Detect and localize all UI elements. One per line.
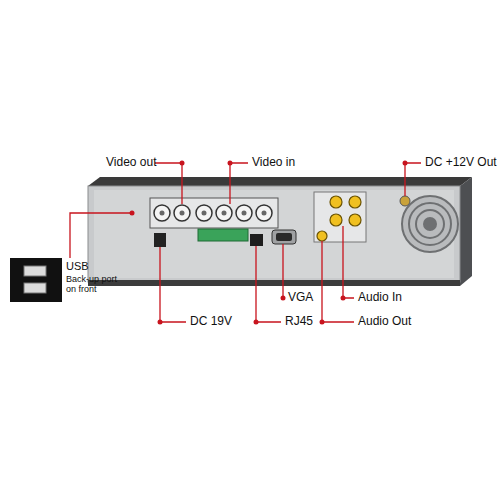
bnc-plate — [150, 198, 278, 228]
panel-face — [94, 190, 454, 278]
leader-dot — [158, 320, 163, 325]
case-top — [88, 177, 472, 186]
leader-dot — [130, 211, 135, 216]
leader-line — [256, 246, 281, 322]
case-bottom — [88, 280, 460, 286]
fan-ring — [409, 203, 451, 245]
fan-ring — [416, 210, 444, 238]
vga-port — [272, 230, 296, 244]
bnc-pin — [242, 211, 247, 216]
dc-jack — [154, 233, 166, 247]
bnc-pin — [202, 211, 207, 216]
usb-inset — [10, 258, 62, 302]
rca-jack — [317, 231, 327, 241]
callout-label: DC +12V Out — [425, 156, 500, 170]
callout-label: Back-up port on front — [66, 274, 126, 295]
fan-grill — [402, 196, 458, 252]
usb-port — [24, 266, 46, 276]
callout-label: DC 19V — [190, 315, 250, 329]
callout-label: Audio Out — [358, 315, 428, 329]
bnc-connector — [154, 205, 170, 221]
audio-plate — [314, 192, 366, 242]
bnc-pin — [262, 211, 267, 216]
rj45-port — [250, 234, 263, 246]
dc-out-connector — [400, 196, 410, 206]
leader-line — [70, 213, 132, 258]
leader-dot — [180, 161, 185, 166]
fan-hub — [423, 217, 437, 231]
terminal-block — [198, 229, 248, 241]
back-panel — [88, 186, 460, 282]
bnc-pin — [160, 211, 165, 216]
callout-label: VGA — [288, 291, 328, 305]
rca-jack — [330, 214, 342, 226]
leader-dot — [228, 161, 233, 166]
leader-dot — [320, 320, 325, 325]
bnc-connector — [174, 205, 190, 221]
usb-port — [24, 283, 46, 293]
leader-line — [405, 163, 421, 196]
leader-dot — [281, 296, 286, 301]
callout-label: Video in — [252, 156, 312, 170]
leader-line — [155, 163, 182, 204]
vga-socket — [276, 233, 292, 241]
bnc-connector — [256, 205, 272, 221]
bnc-connector — [196, 205, 212, 221]
leader-line — [230, 163, 248, 204]
callout-label: Video out — [106, 156, 166, 170]
callout-label: Audio In — [358, 291, 428, 305]
leader-line — [282, 244, 283, 298]
callout-label: RJ45 — [285, 315, 335, 329]
case-side — [460, 177, 472, 286]
leader-line — [322, 241, 354, 322]
leader-line — [160, 247, 186, 322]
leader-line — [343, 226, 354, 298]
rca-jack — [349, 214, 361, 226]
leader-dot — [254, 320, 259, 325]
callout-label: USB — [66, 260, 106, 273]
bnc-pin — [222, 211, 227, 216]
leader-dot — [341, 296, 346, 301]
bnc-connector — [236, 205, 252, 221]
rca-jack — [330, 196, 342, 208]
leader-dot — [403, 161, 408, 166]
bnc-pin — [180, 211, 185, 216]
rca-jack — [349, 196, 361, 208]
bnc-connector — [216, 205, 232, 221]
